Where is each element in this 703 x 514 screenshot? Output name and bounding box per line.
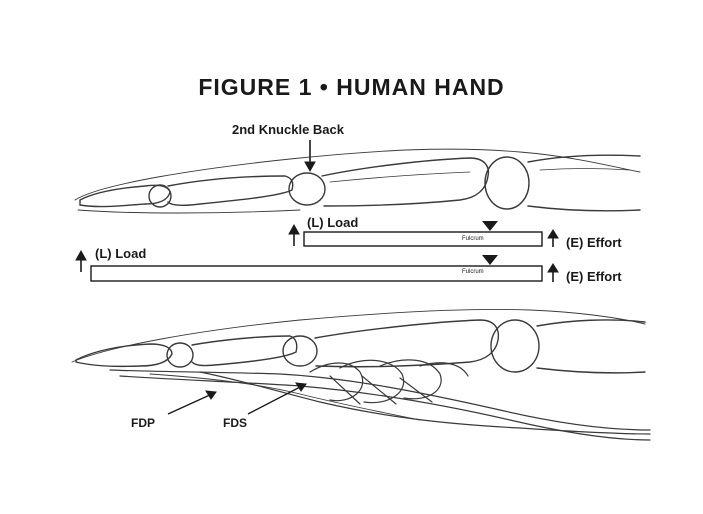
fulcrum-label-bottom: Fulcrum <box>462 269 484 275</box>
fulcrum-label-top: Fulcrum <box>462 236 484 242</box>
lower-finger-bones <box>72 309 645 372</box>
fdp-pointer-arrow <box>168 391 216 414</box>
flexor-tendons <box>110 360 650 440</box>
fds-label: FDS <box>223 416 247 430</box>
effort-arrow-top <box>548 230 558 247</box>
effort-label-bottom: (E) Effort <box>566 269 622 284</box>
upper-finger-bones <box>75 149 640 213</box>
knuckle-pointer-arrow <box>305 140 315 171</box>
effort-arrow-bottom <box>548 264 558 282</box>
lever-bar-bottom <box>91 255 542 281</box>
effort-label-top: (E) Effort <box>566 235 622 250</box>
fdp-label: FDP <box>131 416 155 430</box>
fds-pointer-arrow <box>248 383 306 414</box>
load-arrow-top <box>289 225 299 246</box>
knuckle-label: 2nd Knuckle Back <box>232 122 344 137</box>
load-arrow-bottom <box>76 251 86 272</box>
load-label-bottom: (L) Load <box>95 246 146 261</box>
load-label-top: (L) Load <box>307 215 358 230</box>
